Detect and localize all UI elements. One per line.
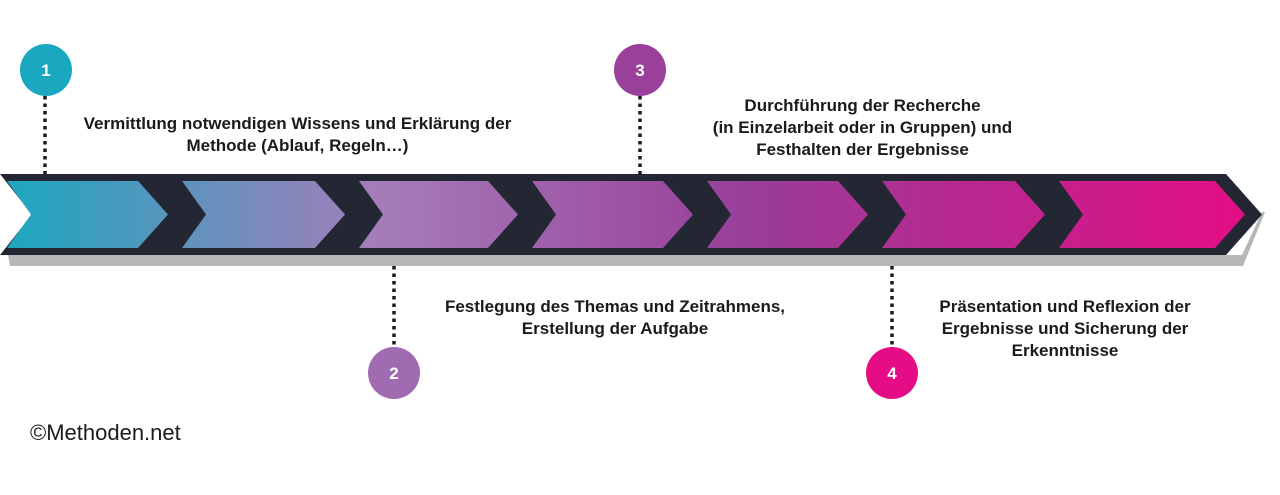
chevron-segment-4 — [532, 181, 693, 248]
step-number-4: 4 — [887, 364, 897, 383]
step-1-description: Vermittlung notwendigen Wissens und Erkl… — [83, 114, 512, 155]
step-4-description: Präsentation und Reflexion der Ergebniss… — [939, 297, 1191, 360]
step-number-1: 1 — [41, 61, 50, 80]
step-badge-3: 3 — [614, 44, 666, 96]
step-number-2: 2 — [389, 364, 398, 383]
copyright-notice: ©Methoden.net — [30, 420, 181, 445]
step-badge-2: 2 — [368, 347, 420, 399]
chevron-band — [0, 174, 1262, 255]
chevron-segment-2 — [182, 181, 345, 248]
step-badge-1: 1 — [20, 44, 72, 96]
chevron-segment-6 — [882, 181, 1045, 248]
chevron-segment-1 — [7, 181, 168, 248]
chevron-segment-3 — [359, 181, 518, 248]
step-badge-4: 4 — [866, 347, 918, 399]
arrow-shadow — [8, 212, 1265, 266]
step-2-description: Festlegung des Themas und Zeitrahmens, E… — [444, 297, 786, 338]
step-3-description: Durchführung der Recherche (in Einzelarb… — [712, 96, 1013, 159]
step-number-3: 3 — [635, 61, 644, 80]
chevron-segment-7 — [1059, 181, 1245, 248]
chevron-segment-5 — [707, 181, 868, 248]
